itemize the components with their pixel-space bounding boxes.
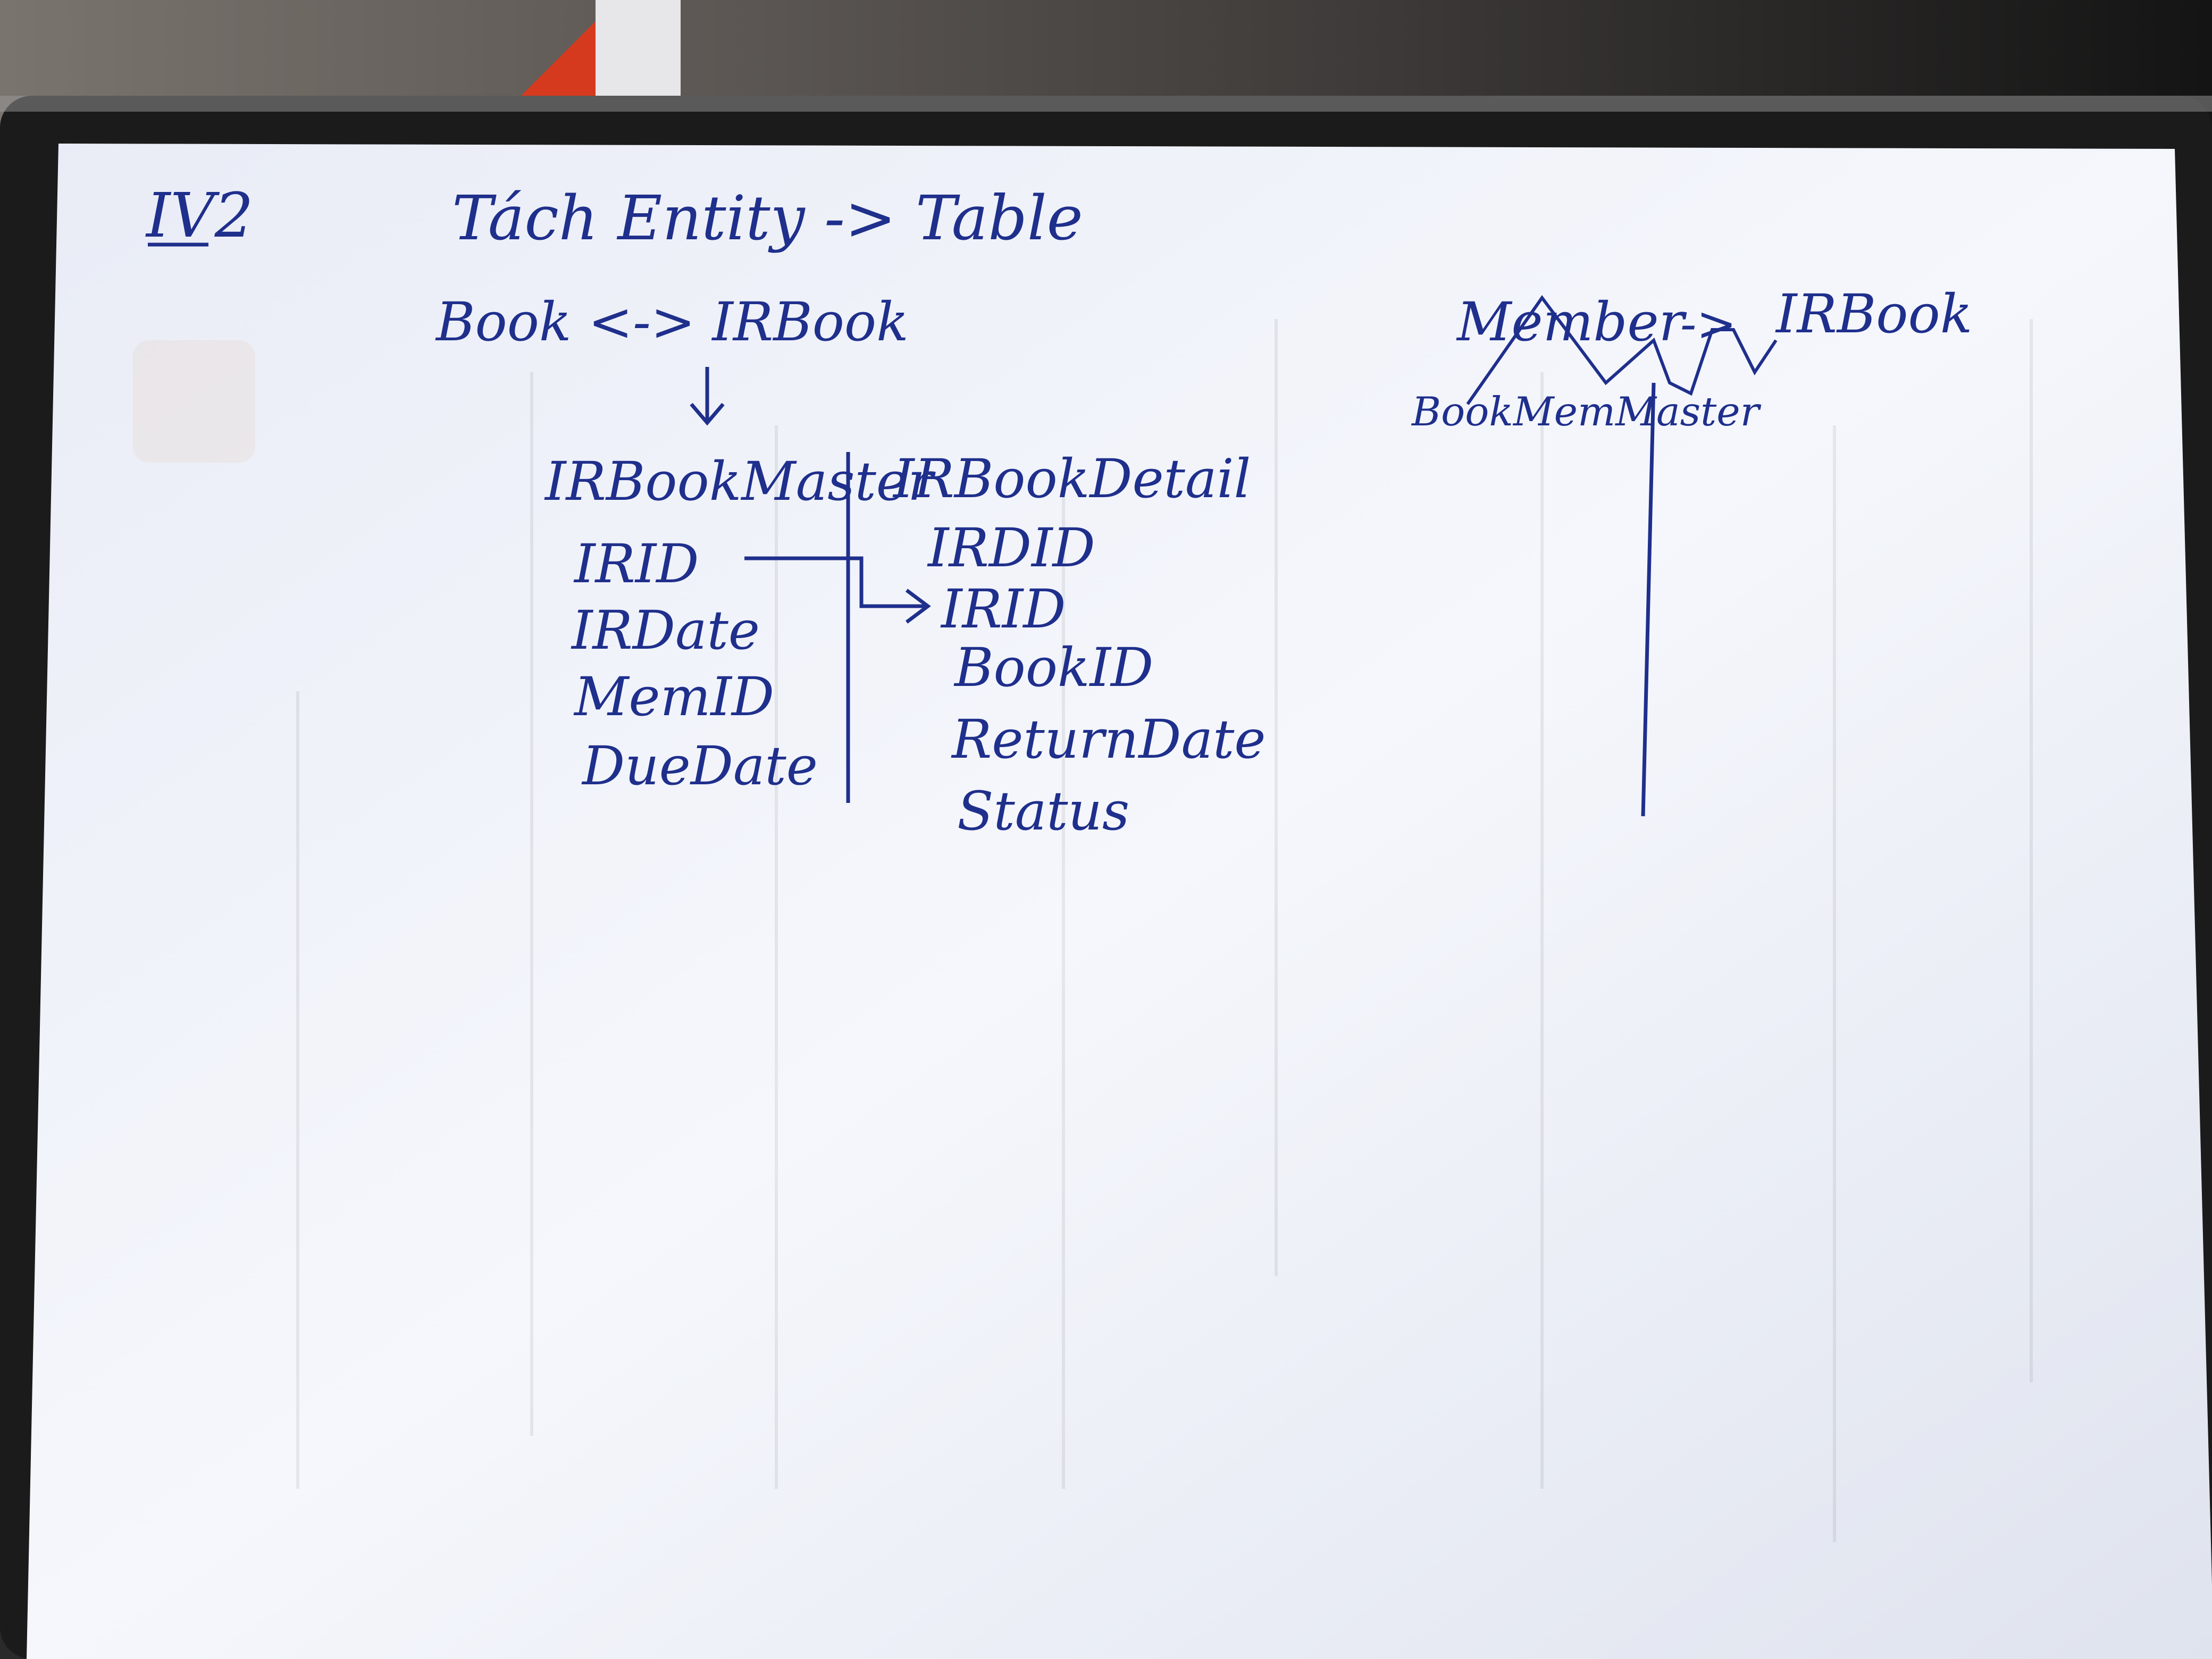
detail-table-name: IRBookDetail: [892, 448, 1251, 510]
master-field-memid: MemID: [573, 666, 774, 728]
heading-text: Tách Entity -> Table: [452, 183, 1083, 254]
master-field-irdate: IRDate: [571, 599, 760, 661]
member-scribble-stroke: [1466, 295, 1778, 405]
book-relation-text: Book <-> IRBook: [435, 291, 909, 353]
down-arrow-head: [690, 403, 725, 426]
irid-connector-arrowhead: [905, 589, 931, 624]
red-object: [510, 21, 596, 106]
irbook-text: IRBook: [1775, 283, 1972, 345]
master-table-name: IRBookMaster: [544, 450, 936, 513]
detail-field-returndate: ReturnDate: [951, 708, 1266, 770]
paper-sheet: [27, 144, 2212, 1659]
member-text: Member: [1456, 291, 1687, 353]
detail-field-bookid: BookID: [953, 636, 1153, 699]
irid-connector: [744, 556, 925, 608]
master-field-irid: IRID: [573, 533, 699, 595]
bleed-through-print: [133, 319, 2033, 1542]
corner-label: IV2: [145, 180, 254, 252]
frame-highlight: [0, 96, 2212, 112]
white-sheet-top: [596, 0, 681, 106]
detail-field-irid: IRID: [940, 578, 1066, 640]
detail-field-irdid: IRDID: [927, 517, 1095, 579]
member-vertical-line: [1641, 382, 1656, 817]
master-field-duedate: DueDate: [581, 735, 818, 797]
detail-field-status: Status: [957, 780, 1129, 842]
bookmemmaster-text: BookMemMaster: [1411, 388, 1762, 435]
